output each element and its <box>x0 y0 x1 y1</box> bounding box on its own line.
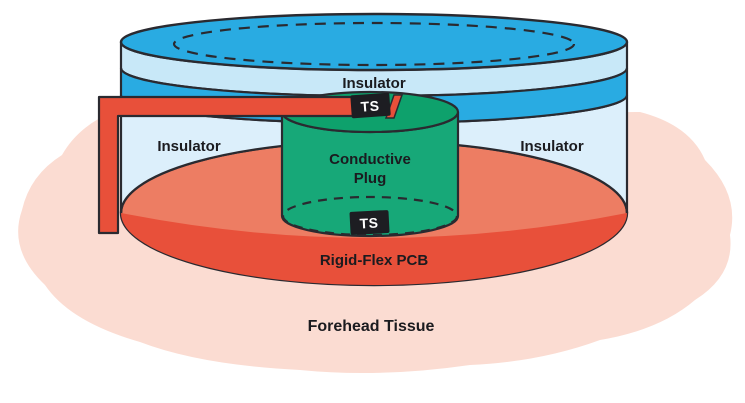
label-insulator-left: Insulator <box>157 138 221 155</box>
label-conductive-plug-line2: Plug <box>354 170 387 187</box>
ts-badge-bottom: TS <box>349 210 390 235</box>
label-conductive-plug-line1: Conductive <box>329 151 411 168</box>
ts-badge-top-label: TS <box>360 97 380 114</box>
pcb-front-band <box>121 213 627 285</box>
label-forehead-tissue: Forehead Tissue <box>308 318 435 335</box>
plug-bottom-dashed-outline <box>281 195 459 237</box>
label-rigid-flex-pcb: Rigid-Flex PCB <box>320 252 429 269</box>
hidden-rim-dashed-outline <box>172 21 576 67</box>
label-insulator-right: Insulator <box>520 138 584 155</box>
label-insulator-top: Insulator <box>342 75 406 92</box>
ts-badge-bottom-bg <box>349 210 390 235</box>
ts-badge-top-bg <box>350 92 391 119</box>
ts-badge-top: TS <box>350 92 391 119</box>
ts-badge-bottom-label: TS <box>359 215 379 232</box>
